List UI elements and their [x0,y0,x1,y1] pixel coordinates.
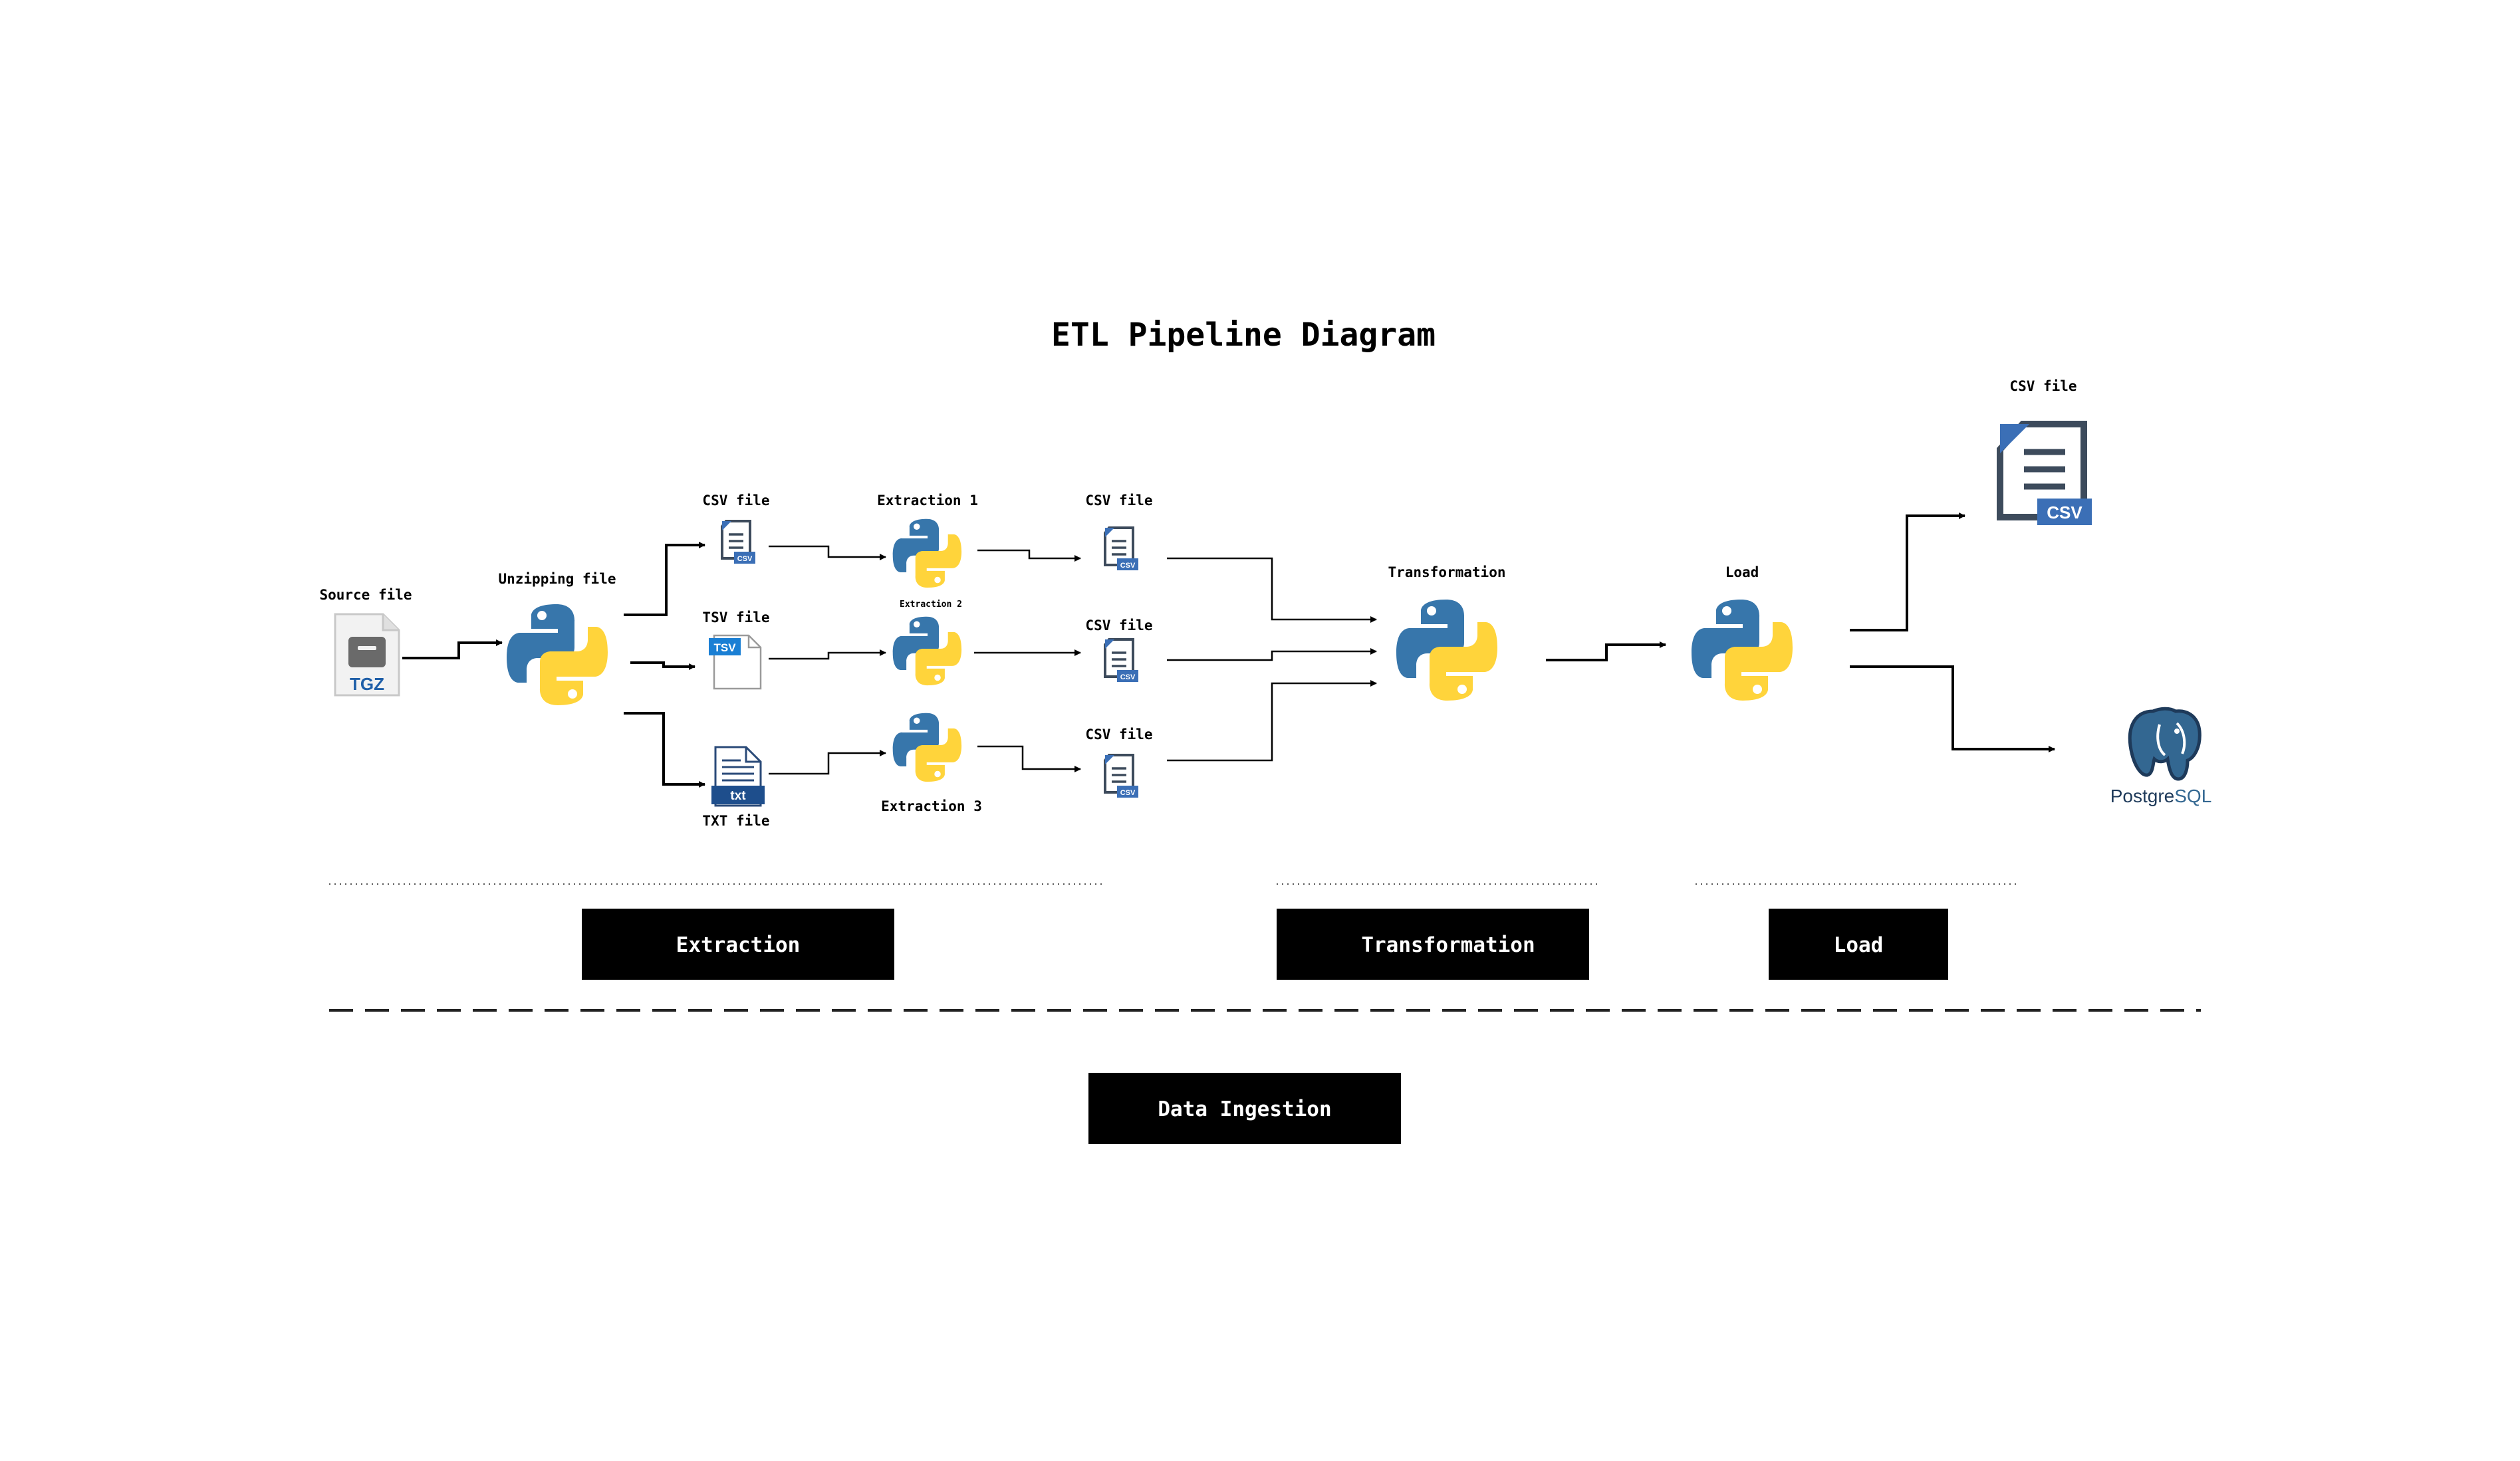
csv-output-1-node: CSV file [1085,493,1153,572]
csv-file-icon [721,520,757,565]
tsv-input-label: TSV file [702,610,769,625]
data-ingestion-box: Data Ingestion [1088,1073,1401,1144]
python-icon [892,616,962,686]
csv-file-icon [1104,526,1140,572]
arrow-extraction-3-to-csv [977,745,1081,772]
diagram-title: ETL Pipeline Diagram [1051,316,1436,354]
postgresql-wordmark: PostgreSQL [2110,786,2212,806]
csv-input-label: CSV file [702,493,769,508]
connectors [402,512,2055,788]
arrow-load-to-csv [1850,512,1965,631]
arrow-csv-1-to-transformation [1167,557,1377,623]
arrow-transformation-to-load [1546,641,1666,661]
load-stage-label: Load [1834,933,1884,957]
extraction-1-label: Extraction 1 [877,493,978,508]
txt-input-label: TXT file [702,813,769,829]
tsv-input-node: TSV file TSV [702,610,770,690]
csv-output-3-node: CSV file [1085,727,1153,799]
python-icon [507,604,608,705]
arrow-unzip-to-txt [624,712,705,788]
extraction-2-node: Extraction 2 [892,600,962,686]
load-label: Load [1725,564,1759,580]
csv-file-icon [1104,638,1140,683]
csv-final-label: CSV file [2009,378,2077,394]
python-icon [892,518,962,588]
transformation-stage-label: Transformation [1361,933,1535,957]
load-node: Load [1692,564,1793,701]
arrow-csv-3-to-transformation [1167,680,1377,762]
transformation-node: Transformation [1388,564,1506,701]
load-stage-box: Load [1769,909,1948,980]
postgresql-node: PostgreSQL [2110,707,2212,806]
tgz-file-icon: TGZ [334,613,400,697]
csv-output-1-label: CSV file [1085,493,1152,508]
csv-output-3-label: CSV file [1085,727,1152,742]
arrow-extraction-1-to-csv [977,549,1081,562]
extraction-3-label: Extraction 3 [881,798,982,814]
transformation-label: Transformation [1388,564,1505,580]
python-icon [1692,600,1793,701]
python-icon [892,713,962,782]
arrow-txt-to-extraction-3 [769,750,886,775]
arrow-csv-to-extraction-1 [769,545,886,560]
txt-input-node: txt TXT file [702,746,770,829]
arrow-unzip-to-tsv [630,661,695,670]
csv-final-badge: CSV [2047,503,2082,522]
csv-file-icon: CSV [1997,421,2092,525]
arrow-load-to-postgresql [1850,665,2055,752]
arrow-source-to-unzip [402,639,503,659]
csv-output-2-label: CSV file [1085,618,1152,633]
csv-input-node: CSV file [702,493,770,565]
arrow-unzip-to-csv [624,542,705,616]
arrow-csv-2-to-transformation [1167,648,1377,661]
source-file-label: Source file [319,587,412,603]
txt-file-icon: txt [711,746,765,807]
source-node: Source file TGZ [319,587,412,697]
postgresql-icon [2128,707,2202,781]
unzip-node: Unzipping file [498,571,616,705]
data-ingestion-label: Data Ingestion [1158,1097,1331,1121]
tgz-badge: TGZ [350,674,384,694]
tsv-file-icon: TSV [709,634,762,690]
csv-final-node: CSV file CSV [1997,378,2092,525]
arrow-tsv-to-extraction-2 [769,649,886,660]
csv-output-2-node: CSV file [1085,618,1153,683]
python-icon [1396,600,1497,701]
extraction-2-label: Extraction 2 [900,600,962,610]
csv-file-icon [1104,754,1140,799]
transformation-stage-box: Transformation [1277,909,1589,980]
unzip-label: Unzipping file [498,571,616,587]
txt-badge: txt [730,789,746,803]
extraction-1-node: Extraction 1 [877,493,978,588]
extraction-stage-label: Extraction [676,933,801,957]
extraction-3-node: Extraction 3 [881,713,982,814]
extraction-stage-box: Extraction [582,909,894,980]
tsv-badge: TSV [713,641,736,654]
